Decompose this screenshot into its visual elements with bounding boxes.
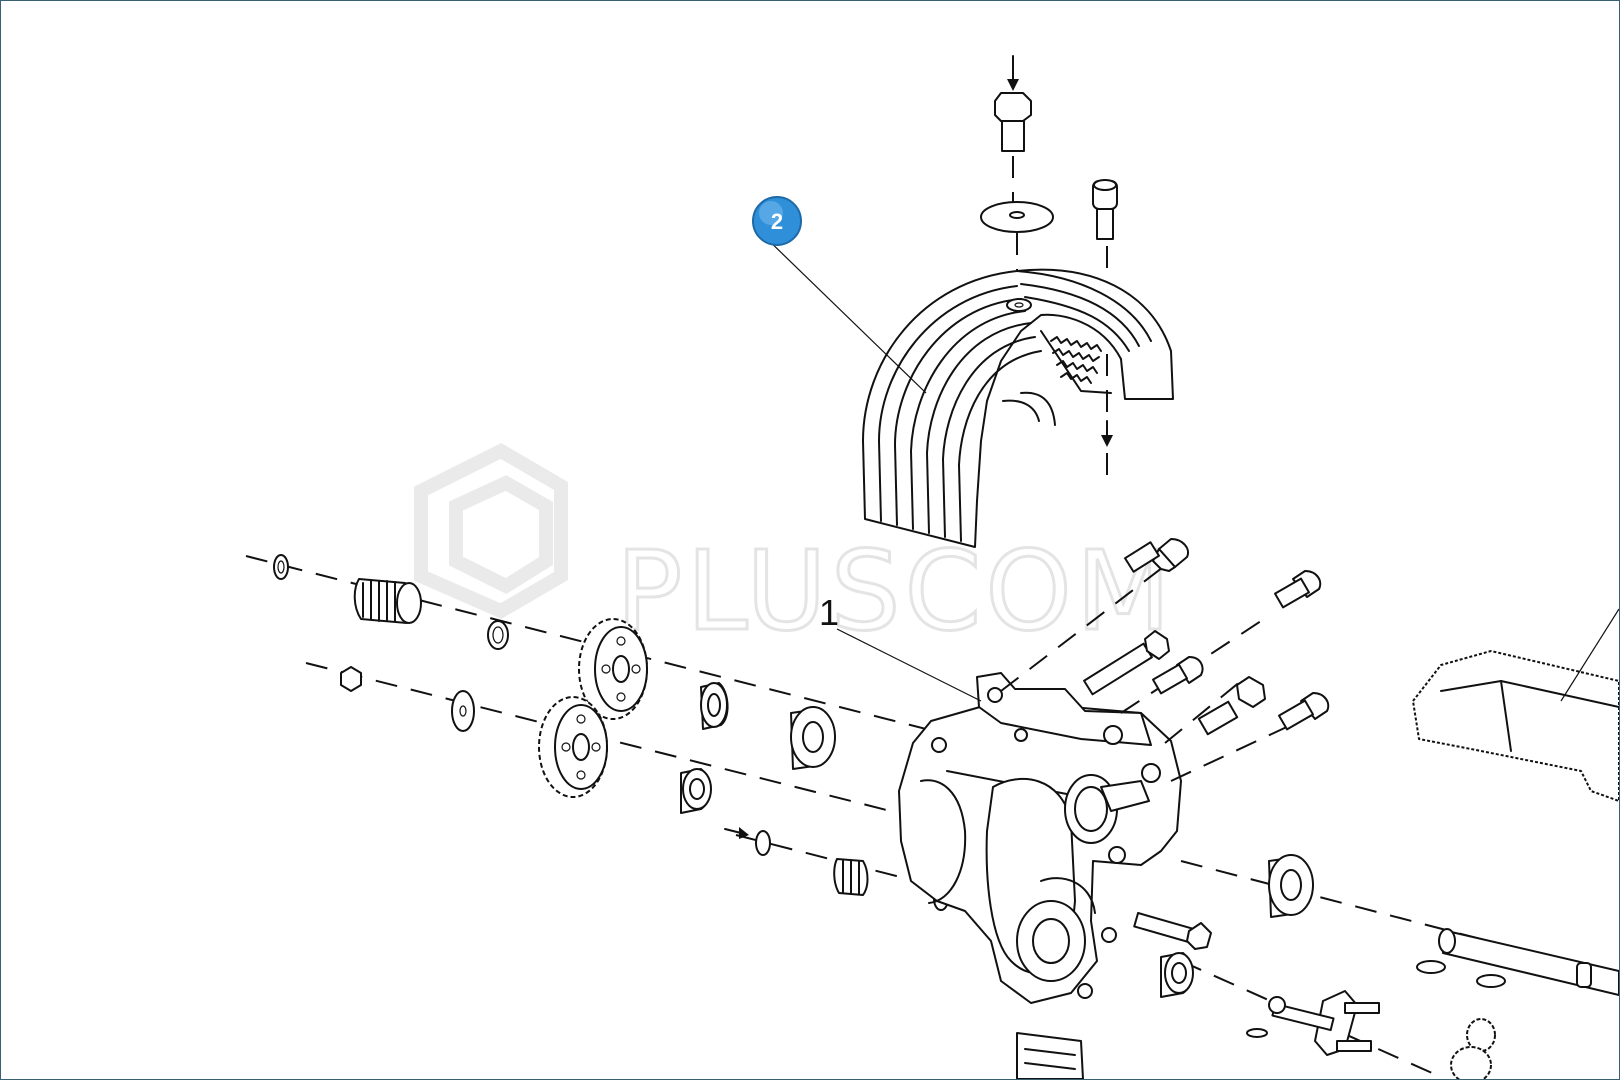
flat-washer — [980, 201, 1054, 291]
inner-gear-teeth-icon — [1050, 336, 1102, 384]
motor-cover — [1412, 608, 1619, 802]
socket-screw-top — [1092, 179, 1118, 476]
output-shaft — [1416, 928, 1619, 996]
small-arrow-clip — [724, 827, 771, 856]
bushing-bottom — [1160, 952, 1194, 998]
small-pinion-gear-lower — [833, 858, 869, 896]
bushing-upper — [700, 682, 729, 730]
watermark-logo: PLUSCOM — [414, 443, 1175, 657]
ball-bearing-right — [1268, 854, 1314, 918]
bushing-lower — [680, 768, 712, 814]
lever-bracket — [1246, 990, 1380, 1056]
gearbox-housing — [898, 672, 1182, 1004]
socket-screw-a — [1124, 538, 1189, 573]
socket-screw-d — [1278, 692, 1330, 731]
socket-screw-b — [1274, 570, 1322, 609]
bottom-plate — [1016, 1032, 1084, 1079]
spur-gear-lower — [538, 696, 608, 798]
spur-gear-upper — [578, 618, 648, 720]
hex-bolt-bottom — [1133, 912, 1212, 950]
hex-bolt-long — [1083, 630, 1170, 696]
retaining-clip-mid — [487, 620, 509, 650]
small-gears-bottom-right — [1450, 1018, 1496, 1079]
washer-left — [451, 690, 475, 732]
hex-bolt-short — [1197, 676, 1266, 736]
callout-badge-2: 2 — [752, 196, 927, 394]
watermark-text: PLUSCOM — [616, 527, 1175, 655]
socket-screw-c — [1152, 656, 1204, 695]
ball-bearing-left — [790, 706, 836, 770]
retaining-clip-upper — [273, 554, 289, 580]
top-bolt — [994, 55, 1032, 206]
ring-gear-housing — [862, 268, 1174, 548]
callout-1: 1 — [819, 592, 982, 702]
callout-2-label: 2 — [771, 209, 783, 234]
hex-nut-left — [340, 666, 362, 692]
callout-1-label: 1 — [819, 592, 839, 633]
small-pinion-gear-upper — [353, 578, 422, 624]
